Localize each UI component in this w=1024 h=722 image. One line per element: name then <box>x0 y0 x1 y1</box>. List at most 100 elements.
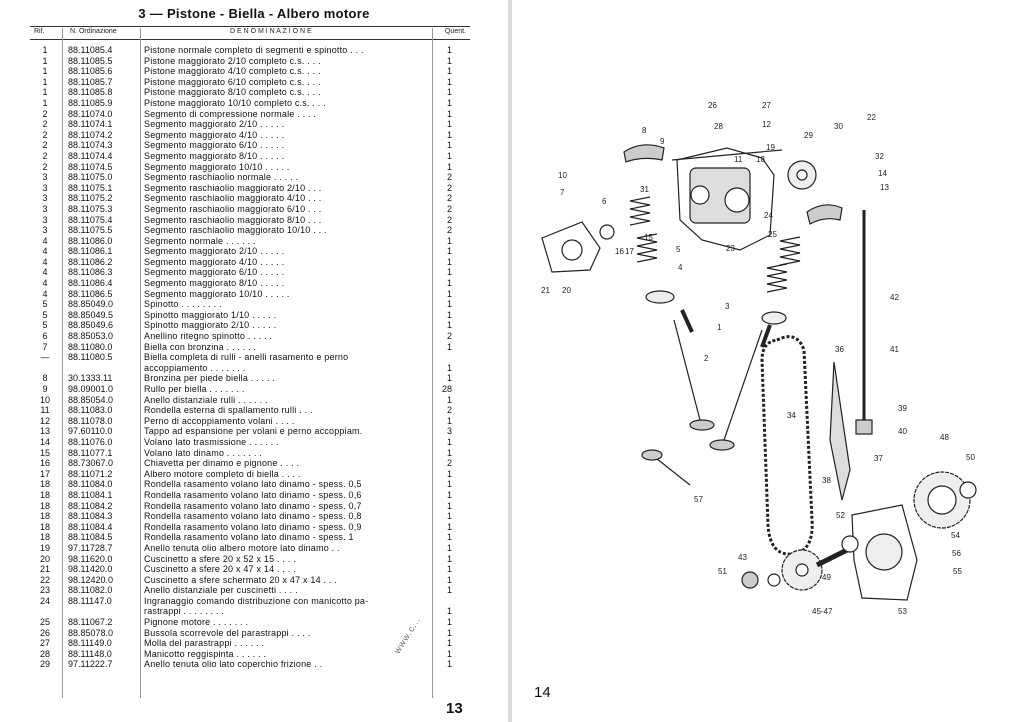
row-quantity: 1 <box>446 415 452 426</box>
callout-label: 51 <box>718 567 727 576</box>
row-order-number: 88.85049.0 <box>68 299 114 310</box>
row-quantity: 1 <box>446 97 452 108</box>
row-description: Segmento raschiaolio maggiorato 2/10 . .… <box>144 182 322 193</box>
callout-label: 15 <box>644 233 653 242</box>
table-row: 2 88.11074.3 Segmento maggiorato 6/10 . . … <box>30 140 470 151</box>
callout-label: 32 <box>875 152 884 161</box>
row-description: Molla del parastrappi . . . . . . <box>144 638 265 649</box>
row-rif: 23 <box>39 585 50 596</box>
row-order-number: 98.12420.0 <box>68 574 114 585</box>
row-rif: 28 <box>39 648 50 659</box>
callout-label: 42 <box>890 293 899 302</box>
row-order-number: 88.85049.5 <box>68 309 114 320</box>
row-quantity: 1 <box>446 394 452 405</box>
sprocket-hub <box>795 563 809 577</box>
row-rif: 3 <box>42 214 48 225</box>
row-order-number: 88.11084.0 <box>68 479 113 490</box>
callout-label: 2 <box>704 354 709 363</box>
callout-label: 31 <box>640 185 649 194</box>
row-rif: 14 <box>39 436 50 447</box>
row-order-number: 97.11728.7 <box>68 542 113 553</box>
col-denominazione: D E N O M I N A Z I O N E <box>230 28 312 35</box>
callout-label: 29 <box>804 131 813 140</box>
row-quantity: 1 <box>446 341 452 352</box>
row-quantity: 1 <box>446 119 452 130</box>
chain-guide <box>829 361 851 501</box>
callout-label: 22 <box>867 113 876 122</box>
row-quantity: 1 <box>446 267 452 278</box>
rocker-arm-shape <box>806 204 843 225</box>
header-rule-top <box>30 26 470 27</box>
row-quantity: 2 <box>446 203 452 214</box>
row-quantity: 1 <box>446 436 452 447</box>
row-rif: 1 <box>42 45 48 55</box>
row-rif: 27 <box>39 638 50 649</box>
row-order-number: 88.11078.0 <box>68 415 113 426</box>
row-description: Biella con bronzina . . . . . . <box>144 341 257 352</box>
callout-label: 9 <box>660 137 665 146</box>
gear-bushing <box>959 481 977 499</box>
row-description: Rullo per biella . . . . . . . <box>144 384 245 394</box>
row-order-number: 88.85054.0 <box>68 394 114 405</box>
page-number: 13 <box>446 700 463 717</box>
pushrod-tip <box>855 419 873 435</box>
page-title: 3 — Pistone - Biella - Albero motore <box>138 6 370 21</box>
row-description: Pistone maggiorato 8/10 completo c.s. . … <box>144 87 321 98</box>
row-quantity: 1 <box>446 511 452 522</box>
row-quantity: 2 <box>446 405 452 416</box>
row-description: Chiavetta per dinamo e pignone . . . . <box>144 458 300 469</box>
row-rif: 2 <box>42 140 48 151</box>
callout-label: 21 <box>541 286 550 295</box>
row-quantity: 1 <box>446 373 452 384</box>
row-quantity: 1 <box>446 288 452 299</box>
row-rif: 1 <box>42 76 48 87</box>
row-quantity: 1 <box>446 564 452 575</box>
row-rif: 18 <box>39 479 50 490</box>
row-rif: 2 <box>42 119 48 130</box>
row-order-number: 88.11080.5 <box>68 352 113 363</box>
callout-label: 3 <box>725 302 730 311</box>
row-description: Biella completa di rulli - anelli rasame… <box>144 352 349 363</box>
row-description: Segmento maggiorato 8/10 . . . . . <box>144 278 285 289</box>
row-quantity: 1 <box>446 468 452 479</box>
table-row: accoppiamento . . . . . . .1 <box>30 363 470 374</box>
row-description: Segmento maggiorato 8/10 . . . . . <box>144 150 285 161</box>
row-description: Segmento di compressione normale . . . . <box>144 108 317 119</box>
row-order-number: 88.73067.0 <box>68 458 114 469</box>
callout-label: 23 <box>726 244 735 253</box>
row-quantity: 1 <box>446 320 452 331</box>
row-rif: 19 <box>39 542 50 553</box>
callout-label: 30 <box>834 122 843 131</box>
bearing-shape <box>690 185 710 205</box>
row-rif: 10 <box>39 394 50 405</box>
row-quantity: 1 <box>446 521 452 532</box>
row-order-number: 88.11086.4 <box>68 278 113 289</box>
row-order-number: 88.11074.3 <box>68 140 113 151</box>
callout-label: 37 <box>874 454 883 463</box>
row-quantity: 1 <box>446 553 452 564</box>
row-description: Segmento maggiorato 4/10 . . . . . <box>144 129 285 140</box>
row-rif: 4 <box>42 235 48 246</box>
row-order-number: 88.11084.2 <box>68 500 113 511</box>
row-rif: 20 <box>39 553 50 564</box>
row-description: Rondella rasamento volano lato dinamo - … <box>144 500 362 511</box>
row-description: Segmento maggiorato 6/10 . . . . . <box>144 140 285 151</box>
row-order-number: 88.11074.5 <box>68 161 113 172</box>
callout-label: 13 <box>880 183 889 192</box>
row-rif: 4 <box>42 246 48 257</box>
